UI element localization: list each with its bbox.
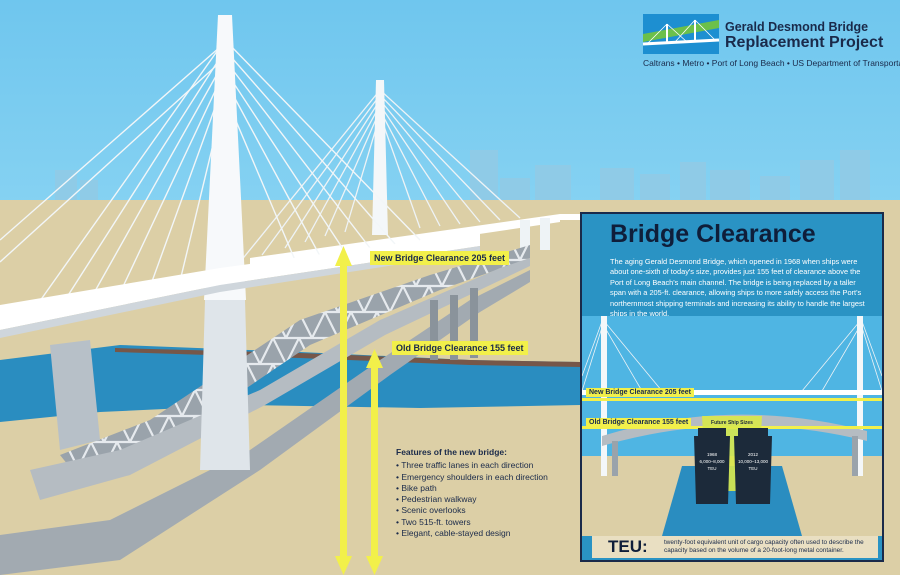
old-clearance-arrow (366, 349, 383, 575)
panel-new-clearance-label: New Bridge Clearance 205 feet (586, 388, 694, 397)
logo-partners: Caltrans • Metro • Port of Long Beach • … (643, 58, 900, 68)
feature-item: Pedestrian walkway (396, 494, 586, 505)
clearance-comparison-diagram: Future Ship Sizes 1968 6,000–8,000 TEU 2… (582, 316, 882, 536)
ship-right-unit: TEU (749, 466, 758, 471)
new-bridge-near-tower (0, 15, 480, 470)
feature-item: Emergency shoulders in each direction (396, 472, 586, 483)
ship-left-unit: TEU (708, 466, 717, 471)
future-ship-label: Future Ship Sizes (711, 420, 753, 426)
project-logo: Gerald Desmond Bridge Replacement Projec… (643, 14, 900, 74)
ship-left-year: 1968 (707, 452, 718, 457)
feature-item: Two 515-ft. towers (396, 517, 586, 528)
teu-term: TEU: (608, 537, 648, 556)
feature-item: Scenic overlooks (396, 505, 586, 516)
panel-title: Bridge Clearance (610, 220, 816, 248)
logo-title-line1: Gerald Desmond Bridge (725, 20, 869, 34)
old-bridge-truss (0, 245, 530, 575)
feature-item: Bike path (396, 483, 586, 494)
logo-title-line2: Replacement Project (725, 34, 884, 51)
feature-item: Elegant, cable-stayed design (396, 528, 586, 539)
ship-right-year: 2012 (748, 452, 759, 457)
feature-item: Three traffic lanes in each direction (396, 460, 586, 471)
new-clearance-arrow (335, 246, 352, 575)
teu-definition: twenty-foot equivalent unit of cargo cap… (664, 539, 864, 554)
features-list: Features of the new bridge: Three traffi… (396, 447, 586, 539)
logo-mark-icon (642, 14, 720, 54)
new-clearance-label: New Bridge Clearance 205 feet (370, 251, 510, 265)
bridge-clearance-panel: Bridge Clearance The aging Gerald Desmon… (580, 212, 884, 562)
panel-old-clearance-label: Old Bridge Clearance 155 feet (586, 418, 692, 427)
old-clearance-label: Old Bridge Clearance 155 feet (392, 341, 528, 355)
ship-1968-icon (694, 428, 730, 504)
features-heading: Features of the new bridge: (396, 447, 507, 457)
teu-definition-box: TEU: twenty-foot equivalent unit of carg… (592, 536, 878, 558)
ship-right-capacity: 10,000–13,000 (738, 459, 769, 464)
panel-description: The aging Gerald Desmond Bridge, which o… (610, 257, 865, 319)
ship-left-capacity: 6,000–8,000 (699, 459, 725, 464)
ship-2012-icon (734, 428, 772, 504)
